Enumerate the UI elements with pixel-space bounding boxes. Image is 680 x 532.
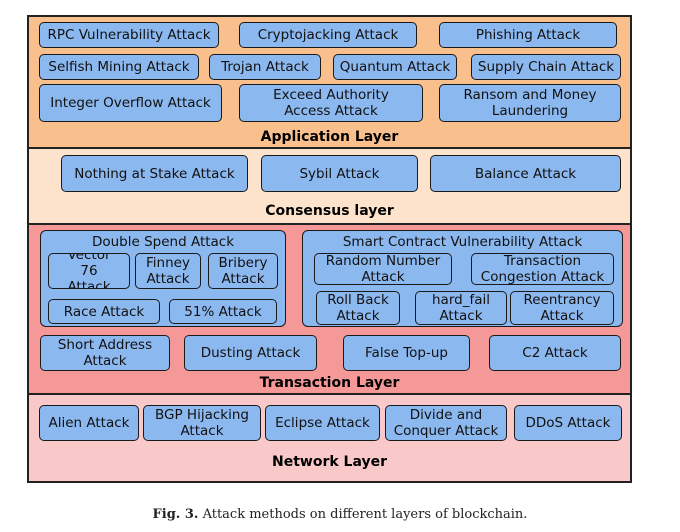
figure-label: Fig. 3. bbox=[152, 507, 199, 522]
double-spend-group: Double Spend Attack Vector 76 Attack Fin… bbox=[40, 230, 286, 327]
layer-title: Application Layer bbox=[260, 129, 399, 145]
attack-box: Integer Overflow Attack bbox=[39, 84, 222, 122]
attack-box: Trojan Attack bbox=[209, 54, 321, 80]
attack-box: Alien Attack bbox=[39, 405, 139, 441]
attack-box: Short Address Attack bbox=[40, 335, 170, 371]
attack-box: Phishing Attack bbox=[439, 22, 617, 48]
attack-box: DDoS Attack bbox=[514, 405, 622, 441]
layer-title: Transaction Layer bbox=[259, 375, 400, 391]
attack-box: Supply Chain Attack bbox=[471, 54, 621, 80]
attack-box: Divide and Conquer Attack bbox=[385, 405, 507, 441]
attack-box: Eclipse Attack bbox=[265, 405, 380, 441]
layer-title: Consensus layer bbox=[265, 203, 394, 219]
attack-box: RPC Vulnerability Attack bbox=[39, 22, 219, 48]
attack-box: Dusting Attack bbox=[184, 335, 317, 371]
application-layer: RPC Vulnerability Attack Cryptojacking A… bbox=[27, 15, 632, 149]
group-title: Smart Contract Vulnerability Attack bbox=[342, 234, 583, 250]
attack-box: Reentrancy Attack bbox=[510, 291, 614, 325]
attack-box: Transaction Congestion Attack bbox=[471, 253, 614, 285]
attack-box: Sybil Attack bbox=[261, 155, 418, 192]
attack-box: BGP Hijacking Attack bbox=[143, 405, 261, 441]
attack-box: Random Number Attack bbox=[314, 253, 452, 285]
consensus-layer: Nothing at Stake Attack Sybil Attack Bal… bbox=[27, 149, 632, 225]
attack-box: 51% Attack bbox=[169, 299, 277, 324]
attack-box: False Top-up bbox=[343, 335, 470, 371]
group-title: Double Spend Attack bbox=[91, 234, 235, 250]
attack-box: Vector 76 Attack bbox=[48, 253, 130, 289]
attack-box: Balance Attack bbox=[430, 155, 621, 192]
transaction-layer: Double Spend Attack Vector 76 Attack Fin… bbox=[27, 225, 632, 395]
attack-box: Exceed Authority Access Attack bbox=[239, 84, 423, 122]
attack-box: Race Attack bbox=[48, 299, 160, 324]
attack-box: C2 Attack bbox=[489, 335, 621, 371]
figure-caption: Fig. 3. Attack methods on different laye… bbox=[0, 507, 680, 522]
attack-box: Roll Back Attack bbox=[316, 291, 400, 325]
figure-caption-text: Attack methods on different layers of bl… bbox=[202, 507, 528, 522]
layer-title: Network Layer bbox=[271, 454, 387, 470]
attack-box: Bribery Attack bbox=[208, 253, 278, 289]
attack-box: Nothing at Stake Attack bbox=[61, 155, 248, 192]
attack-box: Ransom and Money Laundering bbox=[439, 84, 621, 122]
attack-box: Finney Attack bbox=[135, 253, 201, 289]
attack-box: Cryptojacking Attack bbox=[239, 22, 417, 48]
network-layer: Alien Attack BGP Hijacking Attack Eclips… bbox=[27, 395, 632, 483]
attack-box: Selfish Mining Attack bbox=[39, 54, 199, 80]
attack-box: hard_fail Attack bbox=[415, 291, 507, 325]
smart-contract-group: Smart Contract Vulnerability Attack Rand… bbox=[302, 230, 623, 327]
attack-box: Quantum Attack bbox=[333, 54, 457, 80]
